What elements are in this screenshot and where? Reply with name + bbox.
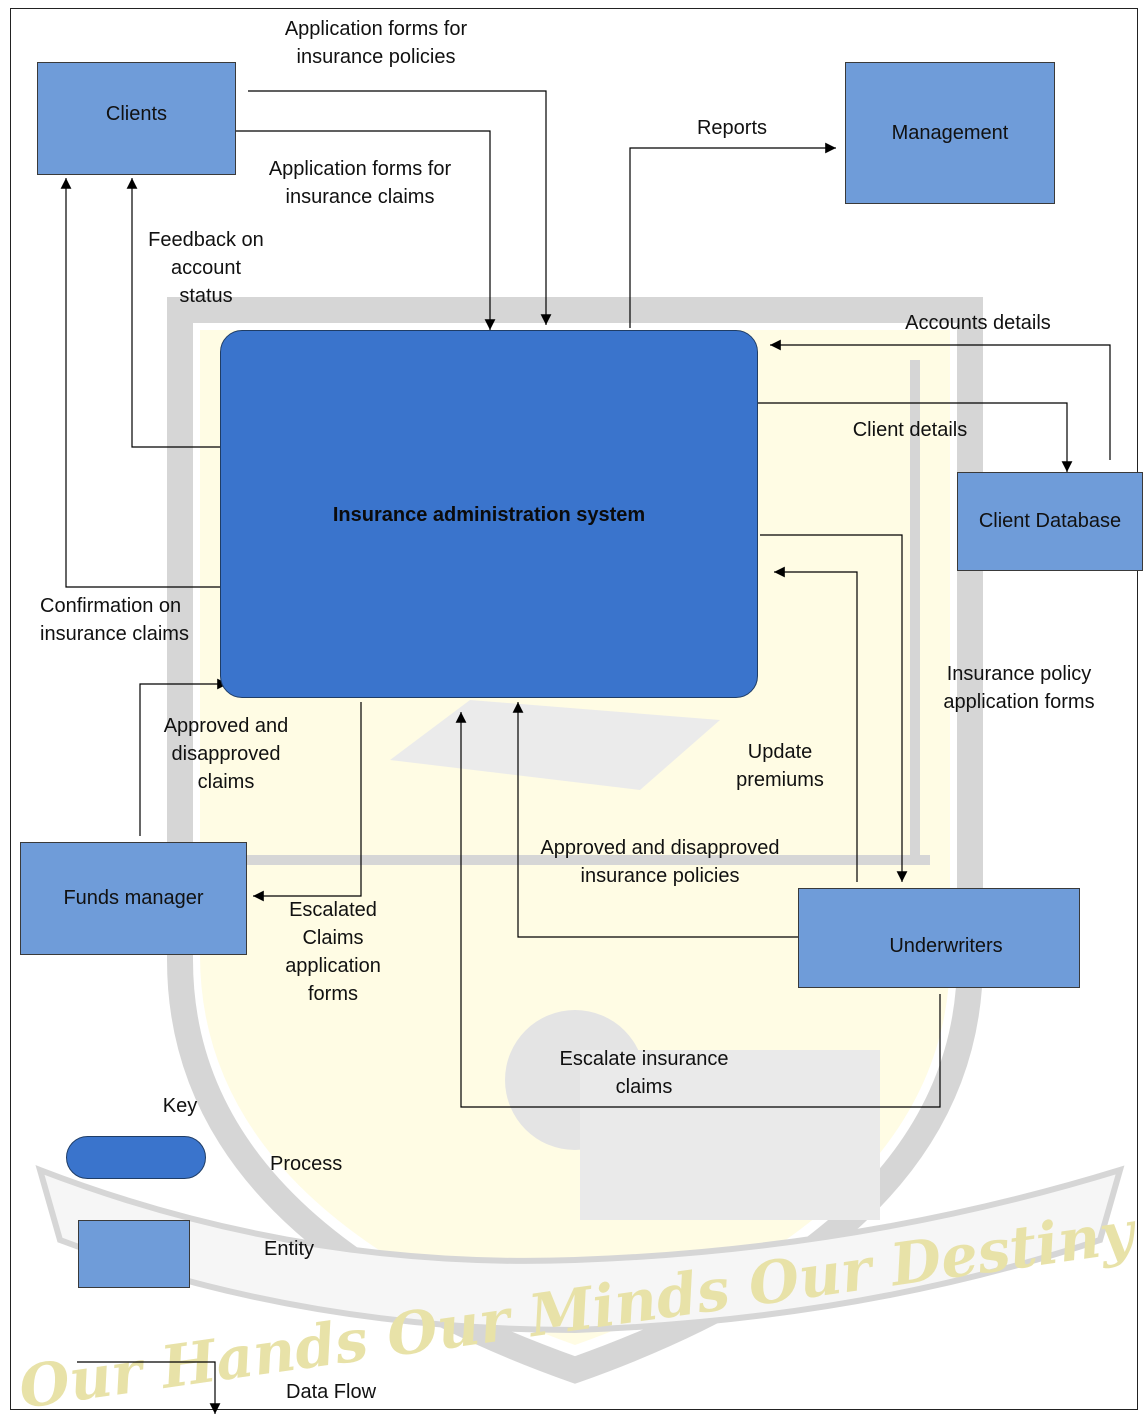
flow-reports-arrow <box>629 142 836 328</box>
flow-accounts-arrow <box>770 339 1111 460</box>
flow-feedback-arrow <box>126 178 222 448</box>
label-client-details: Client details <box>852 419 968 441</box>
watermark-crest <box>35 297 1125 1384</box>
management-label: Management <box>891 122 1009 144</box>
underwriters-entity[interactable]: Underwriters <box>798 888 1080 988</box>
flow-policy-forms-arrow <box>760 534 908 882</box>
funds-manager-entity[interactable]: Funds manager <box>20 842 247 955</box>
label-reports: Reports <box>696 117 768 139</box>
data-flows <box>60 90 1111 1414</box>
flow-claims-arrow <box>236 130 496 330</box>
clients-label: Clients <box>105 103 168 125</box>
insurance-system-process[interactable]: Insurance administration system <box>220 330 758 698</box>
key-data-flow-label: Data Flow <box>286 1381 377 1403</box>
flow-approved-claims-arrow <box>139 678 228 836</box>
key-data-flow-arrow <box>77 1361 221 1414</box>
label-feedback-account: Feedback on account status <box>148 229 264 307</box>
flow-approved-policies-arrow <box>512 702 798 938</box>
clients-entity[interactable]: Clients <box>37 62 236 175</box>
client-database-label: Client Database <box>978 510 1122 532</box>
key-title: Key <box>162 1095 198 1117</box>
management-entity[interactable]: Management <box>845 62 1055 204</box>
label-update-premiums: Update premiums <box>736 741 824 791</box>
label-approved-claims: Approved and disapproved claims <box>163 715 289 793</box>
flow-policies-arrow <box>248 90 552 325</box>
client-database-entity[interactable]: Client Database <box>957 472 1143 571</box>
key-process-label: Process <box>270 1153 343 1175</box>
label-app-forms-policies: Application forms for insurance policies <box>284 18 468 68</box>
flow-escalated-forms-arrow <box>253 702 362 902</box>
key-process-symbol <box>66 1136 206 1179</box>
label-app-forms-claims: Application forms for insurance claims <box>268 158 452 208</box>
label-accounts-details: Accounts details <box>905 312 1051 334</box>
flow-premiums-arrow <box>774 566 858 882</box>
process-label: Insurance administration system <box>332 504 646 526</box>
flow-client-details-arrow <box>756 402 1073 472</box>
funds-manager-label: Funds manager <box>63 887 204 909</box>
flow-escalate-arrow <box>455 712 941 1108</box>
label-escalate-claims: Escalate insurance claims <box>559 1048 729 1098</box>
label-approved-policies: Approved and disapproved insurance polic… <box>540 837 780 887</box>
label-escalated-forms: Escalated Claims application forms <box>285 899 381 1005</box>
underwriters-label: Underwriters <box>889 935 1003 957</box>
diagram-frame <box>10 8 1138 1410</box>
label-policy-forms: Insurance policy application forms <box>943 663 1095 713</box>
key-entity-symbol <box>78 1220 190 1288</box>
key-entity-label: Entity <box>264 1238 315 1260</box>
label-confirmation-claims: Confirmation on insurance claims <box>40 595 189 645</box>
flow-confirmation-arrow <box>60 178 222 588</box>
